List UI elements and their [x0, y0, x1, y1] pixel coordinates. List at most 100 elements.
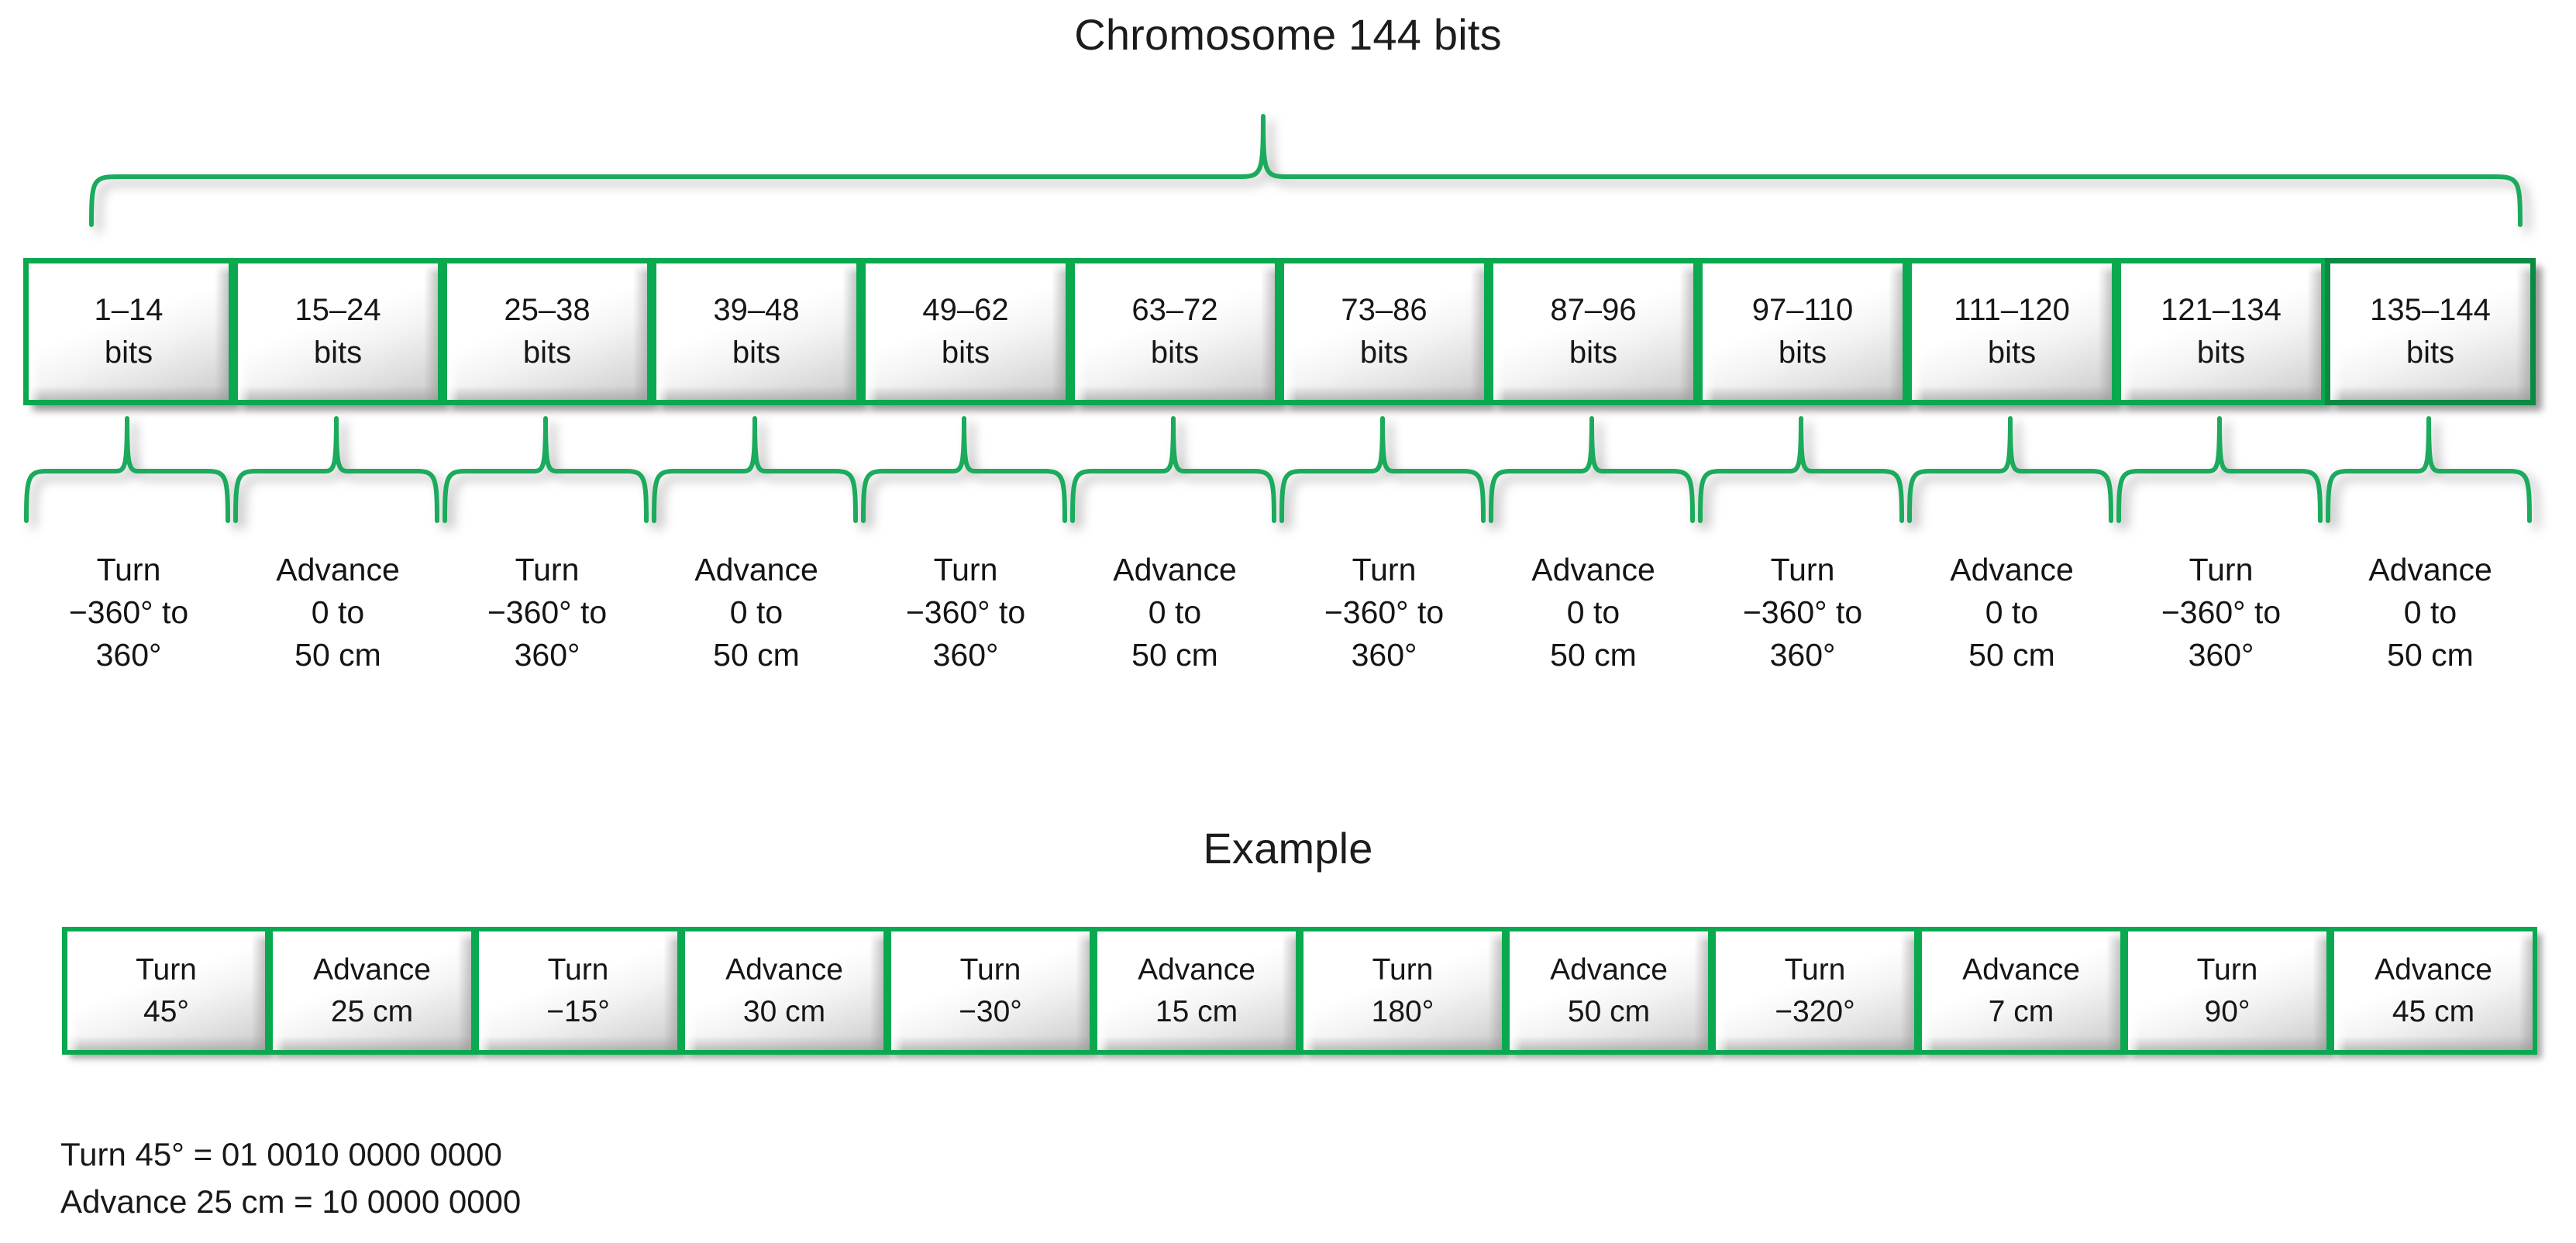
segment-range-line-1: 0 to	[1566, 594, 1620, 630]
example-action-label: Turn	[547, 952, 609, 986]
segment-bit-unit: bits	[1359, 336, 1409, 370]
chromosome-segment-box[interactable]: 73–86 bits	[1279, 258, 1489, 405]
segment-range-line-1: −360° to	[1324, 594, 1445, 630]
segment-bit-range: 97–110	[1751, 292, 1854, 327]
example-action-label: Advance	[313, 952, 431, 986]
example-segment-box[interactable]: Advance 7 cm	[1917, 927, 2125, 1055]
example-action-label: Advance	[1962, 952, 2080, 986]
example-segment-box[interactable]: Advance 45 cm	[2330, 927, 2537, 1055]
segment-description: Turn −360° to 360°	[1697, 549, 1908, 677]
example-segment-box[interactable]: Turn−30°	[887, 927, 1094, 1055]
segment-bit-unit: bits	[2196, 336, 2246, 370]
example-value-label: 7 cm	[1988, 994, 2054, 1028]
example-value-label: 30 cm	[742, 994, 826, 1028]
segment-brace	[1279, 416, 1486, 523]
top-brace	[89, 114, 2523, 227]
segment-range-line-1: 0 to	[311, 594, 365, 630]
chromosome-segment-box[interactable]: 135–144 bits	[2325, 258, 2536, 405]
segment-range-line-2: 50 cm	[713, 636, 800, 673]
segment-range-line-1: 0 to	[729, 594, 783, 630]
caption-line: Turn 45° = 01 0010 0000 0000	[60, 1136, 502, 1172]
segment-range-line-2: 360°	[95, 636, 162, 673]
example-action-label: Advance	[725, 952, 843, 986]
segment-bit-range: 135–144	[2370, 292, 2491, 327]
segment-range-line-2: 50 cm	[2387, 636, 2474, 673]
segment-range-line-1: −360° to	[2161, 594, 2282, 630]
segment-brace-group	[24, 416, 2532, 523]
segment-bit-range: 1–14	[94, 292, 164, 327]
segment-action-label: Advance	[1113, 552, 1237, 587]
example-value-label: 45°	[143, 994, 189, 1028]
segment-brace	[443, 416, 649, 523]
segment-action-label: Turn	[933, 552, 998, 587]
segment-range-line-2: 360°	[1769, 636, 1836, 673]
segment-action-label: Turn	[1770, 552, 1835, 587]
segment-bit-range: 25–38	[504, 292, 591, 327]
segment-range-line-2: 360°	[1351, 636, 1417, 673]
segment-bit-range: 15–24	[294, 292, 381, 327]
segment-brace	[1698, 416, 1904, 523]
example-value-label: 90°	[2204, 994, 2251, 1028]
example-action-label: Turn	[1784, 952, 1846, 986]
segment-bit-range: 111–120	[1954, 292, 2070, 327]
example-segment-box[interactable]: Advance 15 cm	[1093, 927, 1300, 1055]
segment-range-line-1: −360° to	[487, 594, 608, 630]
example-value-label: 15 cm	[1155, 994, 1238, 1028]
segment-action-label: Advance	[1950, 552, 2074, 587]
segment-range-line-1: −360° to	[1742, 594, 1863, 630]
caption-line: Advance 25 cm = 10 0000 0000	[60, 1183, 522, 1220]
segment-brace	[2116, 416, 2323, 523]
example-action-label: Advance	[1550, 952, 1668, 986]
example-value-label: 50 cm	[1567, 994, 1651, 1028]
example-value-label: −15°	[546, 994, 610, 1028]
example-action-label: Advance	[1138, 952, 1255, 986]
example-segment-box[interactable]: Turn −320°	[1711, 927, 1919, 1055]
example-segment-box[interactable]: Advance 30 cm	[680, 927, 888, 1055]
example-value-label: −320°	[1775, 994, 1855, 1028]
segment-range-line-1: 0 to	[1148, 594, 1202, 630]
example-value-label: −30°	[959, 994, 1022, 1028]
segment-range-line-2: 50 cm	[1131, 636, 1218, 673]
segment-range-line-2: 50 cm	[1968, 636, 2055, 673]
segment-range-line-2: 50 cm	[294, 636, 381, 673]
segment-brace	[861, 416, 1067, 523]
segment-action-label: Turn	[1352, 552, 1417, 587]
segment-bit-unit: bits	[2406, 336, 2455, 370]
segment-bit-range: 63–72	[1131, 292, 1218, 327]
segment-brace	[652, 416, 858, 523]
example-segment-box[interactable]: Turn −15°	[474, 927, 682, 1055]
segment-bit-range: 87–96	[1550, 292, 1637, 327]
example-action-label: Turn	[1372, 952, 1434, 986]
segment-bit-unit: bits	[941, 336, 990, 370]
example-value-label: 45 cm	[2392, 994, 2475, 1028]
example-title: Example	[1203, 824, 1373, 873]
segment-bit-range: 73–86	[1341, 292, 1427, 327]
example-segment-box[interactable]: Advance 50 cm	[1505, 927, 1713, 1055]
segment-range-line-2: 360°	[2188, 636, 2254, 673]
example-action-label: Advance	[2375, 952, 2492, 986]
